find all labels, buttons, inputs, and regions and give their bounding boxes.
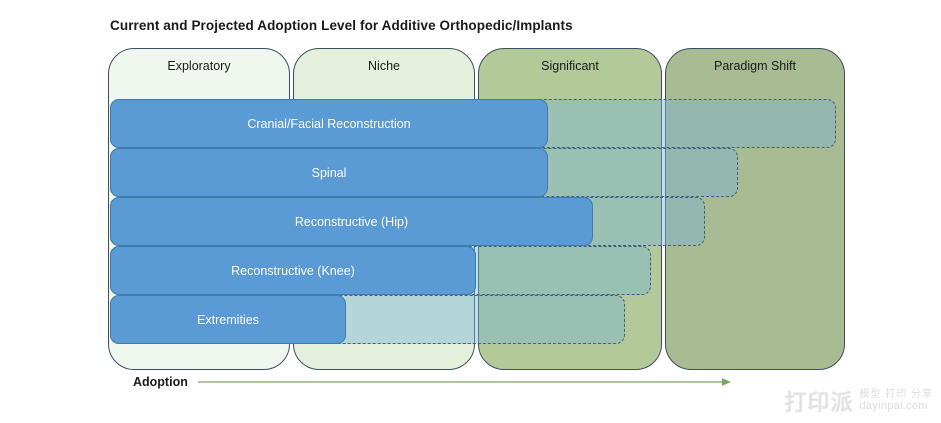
- watermark-tagline: 模型 打印 分享: [859, 389, 933, 401]
- watermark: 打印派 模型 打印 分享 dayinpai.com: [784, 385, 933, 417]
- stage-column-paradigm-shift: Paradigm Shift: [665, 48, 845, 370]
- stage-column-significant: Significant: [478, 48, 662, 370]
- adoption-arrow-icon: [198, 378, 731, 386]
- page-title: Current and Projected Adoption Level for…: [110, 18, 573, 33]
- stage-label-significant: Significant: [541, 59, 599, 73]
- adoption-axis-label: Adoption: [133, 375, 188, 389]
- stage-label-exploratory: Exploratory: [167, 59, 231, 73]
- stage-label-niche: Niche: [368, 59, 400, 73]
- stage-label-paradigm-shift: Paradigm Shift: [714, 59, 796, 73]
- watermark-text: 模型 打印 分享 dayinpai.com: [859, 389, 933, 413]
- stage-column-niche: Niche: [293, 48, 475, 370]
- watermark-domain: dayinpai.com: [859, 400, 928, 413]
- stage-column-exploratory: Exploratory: [108, 48, 290, 370]
- adoption-axis: Adoption: [133, 374, 733, 394]
- watermark-logo: 打印派: [784, 390, 854, 415]
